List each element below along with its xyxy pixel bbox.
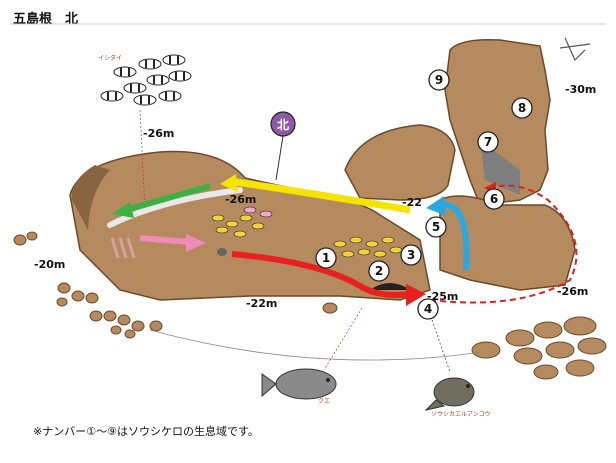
arrow-yellow (235, 178, 411, 214)
cave-entrance (370, 283, 410, 290)
seabed-stones-right (471, 316, 607, 380)
label-ankou: ソウシカエルアンコウ (431, 410, 491, 418)
marker-4: 4 (424, 302, 432, 316)
tower-crevice (480, 140, 520, 195)
middle-rock (344, 124, 456, 201)
kue-fish (261, 368, 337, 400)
depth-26-top: -26m (143, 127, 174, 140)
marker-5: 5 (432, 220, 440, 234)
depth-25: -25m (427, 290, 458, 303)
seabed-line (149, 329, 481, 361)
depth-22-right: -22 (402, 196, 422, 209)
footnote: ※ナンバー①～⑨はソウシケロの生息域です。 (33, 425, 259, 438)
depth-20: -20m (34, 258, 65, 271)
ledge-highlight (107, 187, 243, 228)
pink-ridges (110, 237, 136, 259)
left-rock (69, 150, 431, 301)
compass-marker (270, 111, 296, 137)
marker-3: 3 (407, 248, 415, 262)
ishidai-pointer (139, 109, 146, 211)
depth-30: -30m (565, 83, 596, 96)
arrow-yellow-head (220, 174, 238, 192)
arrow-pink (139, 235, 191, 245)
label-ishidai: イシダイ (98, 54, 122, 62)
compass-label: 北 (277, 117, 289, 132)
kue-pointer (323, 307, 363, 371)
ankou-pointer (431, 319, 451, 373)
marker-7: 7 (484, 135, 492, 149)
left-rock-shadow (71, 165, 110, 230)
label-kue: クエ (318, 398, 330, 405)
north-sketch (564, 37, 586, 62)
ankou-fish (424, 377, 475, 411)
marker-6: 6 (490, 192, 498, 206)
marker-9: 9 (435, 73, 443, 87)
arrow-green (125, 183, 211, 213)
arrow-pink-head (186, 234, 206, 252)
marker-2: 2 (375, 264, 383, 278)
arrow-red-head (406, 284, 426, 306)
ishidai-school (100, 54, 192, 106)
small-fish-school-right (333, 236, 403, 258)
numbered-markers (315, 69, 533, 320)
right-lower-rock (439, 195, 576, 291)
depth-26-mid: -26m (225, 193, 256, 206)
arrow-blue-head (426, 196, 446, 216)
depth-26-right: -26m (557, 285, 588, 298)
depth-22-bottom: -22m (246, 297, 277, 310)
page-title: 五島根 北 (13, 12, 79, 27)
ishidai-stripes (107, 56, 185, 104)
arrow-green-head (112, 202, 134, 218)
arrow-red-dashed (429, 184, 578, 304)
marker-8: 8 (518, 101, 526, 115)
arrow-red (231, 251, 411, 298)
arrow-blue (439, 201, 470, 271)
compass-pointer (275, 135, 284, 181)
small-fish-school-left-pink (243, 206, 273, 218)
marker-1: 1 (322, 251, 330, 265)
small-fish-school-left (211, 214, 265, 238)
seabed-stones-left (13, 231, 338, 339)
right-rock-tower (444, 38, 551, 206)
small-gray-rock (217, 248, 227, 256)
